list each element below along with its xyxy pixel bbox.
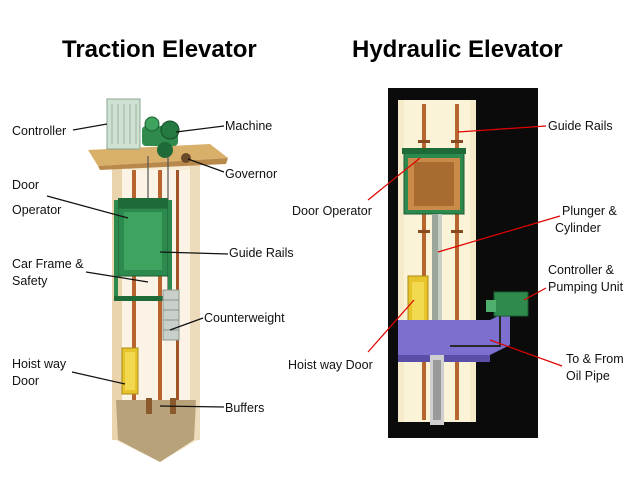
label-hyd-oil-pipe-line1: To & From	[566, 352, 624, 366]
label-hyd-hoistway: Hoist way Door	[288, 358, 373, 372]
label-door-operator-line2: Operator	[12, 203, 62, 217]
label-guide-rails: Guide Rails	[229, 246, 294, 260]
hydraulic-elevator-title: Hydraulic Elevator	[352, 36, 563, 63]
label-car-frame-line1: Car Frame &	[12, 257, 84, 271]
label-hyd-controller-line1: Controller &	[548, 263, 614, 277]
label-hyd-controller-line2: Pumping Unit	[548, 280, 624, 294]
hydraulic-leader-lines	[367, 125, 563, 367]
label-hyd-oil-pipe-line2: Oil Pipe	[566, 369, 610, 383]
label-hyd-plunger-line1: Plunger &	[562, 204, 617, 218]
label-hoistway-line1: Hoist way	[12, 357, 67, 371]
label-buffers: Buffers	[225, 401, 265, 415]
label-hyd-plunger-line2: Cylinder	[555, 221, 601, 235]
label-car-frame-line2: Safety	[12, 274, 48, 288]
label-door-operator-line1: Door	[12, 178, 40, 192]
traction-elevator-illustration	[88, 98, 228, 462]
label-hyd-door-operator: Door Operator	[292, 204, 372, 218]
label-counterweight: Counterweight	[204, 311, 285, 325]
traction-elevator-title: Traction Elevator	[62, 36, 257, 63]
hydraulic-elevator-illustration	[388, 88, 538, 438]
traction-leader-lines	[46, 123, 229, 408]
label-hoistway-line2: Door	[12, 374, 40, 388]
label-machine: Machine	[225, 119, 273, 133]
label-governor: Governor	[225, 167, 278, 181]
label-controller: Controller	[12, 124, 67, 138]
label-hyd-guide-rails: Guide Rails	[548, 119, 613, 133]
